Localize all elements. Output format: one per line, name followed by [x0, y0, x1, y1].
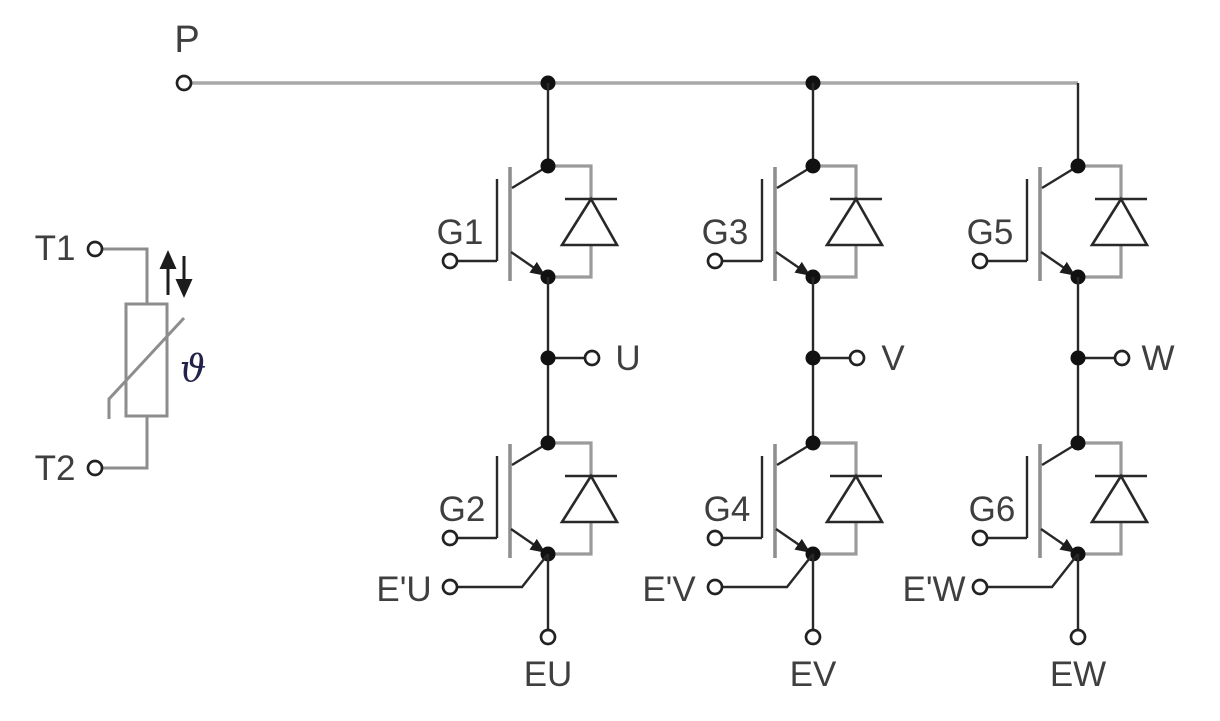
gate-top-label: G3 [702, 213, 749, 252]
leg-geometry [973, 83, 1147, 644]
gate-bottom-label: G4 [704, 490, 751, 529]
phase-label: W [1141, 339, 1174, 378]
aux-emitter-label: E'U [376, 570, 431, 609]
theta-label: ϑ [180, 347, 206, 390]
p-terminal-circle [175, 74, 193, 92]
t2-terminal-circle [86, 459, 104, 477]
leg-geometry [708, 83, 882, 644]
t1-label: T1 [35, 229, 76, 268]
thermistor-body [124, 302, 169, 418]
gate-top-label: G1 [437, 213, 484, 252]
aux-emitter-label: E'W [902, 570, 965, 609]
inverter-leg-v: G3 G4 V E'V EV [642, 83, 905, 694]
aux-emitter-label: E'V [642, 570, 696, 609]
t2-wire [103, 416, 149, 470]
gate-top-label: G5 [967, 213, 1014, 252]
inverter-leg-w: G5 G6 W E'W EW [902, 83, 1175, 694]
gate-bottom-label: G6 [969, 490, 1016, 529]
t1-terminal-circle [86, 240, 104, 258]
phase-label: V [881, 339, 905, 378]
gate-bottom-label: G2 [439, 490, 486, 529]
emitter-label: EV [790, 655, 837, 694]
t2-label: T2 [35, 449, 76, 488]
thermistor: T1 T2 ϑ [35, 229, 207, 488]
p-terminal-label: P [174, 19, 199, 61]
phase-label: U [615, 339, 640, 378]
leg-geometry [443, 83, 617, 644]
thermistor-diagonal [107, 316, 186, 419]
inverter-leg-u: G1 G2 U E'U EU [376, 83, 641, 694]
t1-wire [102, 247, 149, 304]
emitter-label: EW [1050, 655, 1106, 694]
emitter-label: EU [524, 655, 573, 694]
